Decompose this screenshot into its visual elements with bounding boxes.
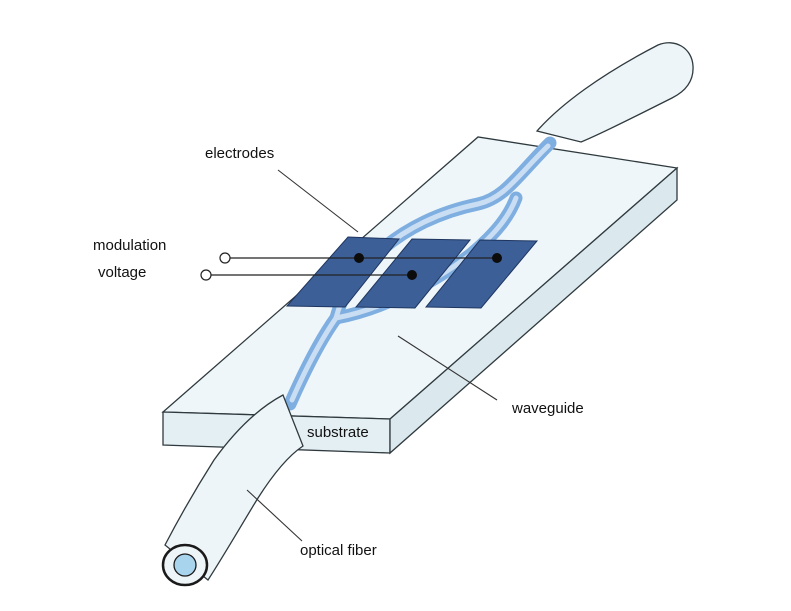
- label-substrate: substrate: [307, 424, 369, 441]
- voltage-leads: [200, 252, 497, 281]
- substrate-side-face: [389, 166, 678, 455]
- terminal-bottom: [200, 269, 212, 281]
- electrode-right: [424, 239, 539, 309]
- label-voltage: voltage: [98, 264, 146, 281]
- output-fiber: [535, 42, 694, 143]
- electrode-left: [285, 236, 401, 308]
- contact-dots: [354, 253, 502, 280]
- leader-lines: [246, 169, 498, 542]
- label-electrodes: electrodes: [205, 145, 274, 162]
- terminal-top: [219, 252, 231, 264]
- label-waveguide: waveguide: [511, 400, 584, 417]
- label-optical-fiber: optical fiber: [300, 542, 377, 559]
- label-modulation: modulation: [93, 237, 166, 254]
- fiber-core: [173, 553, 197, 577]
